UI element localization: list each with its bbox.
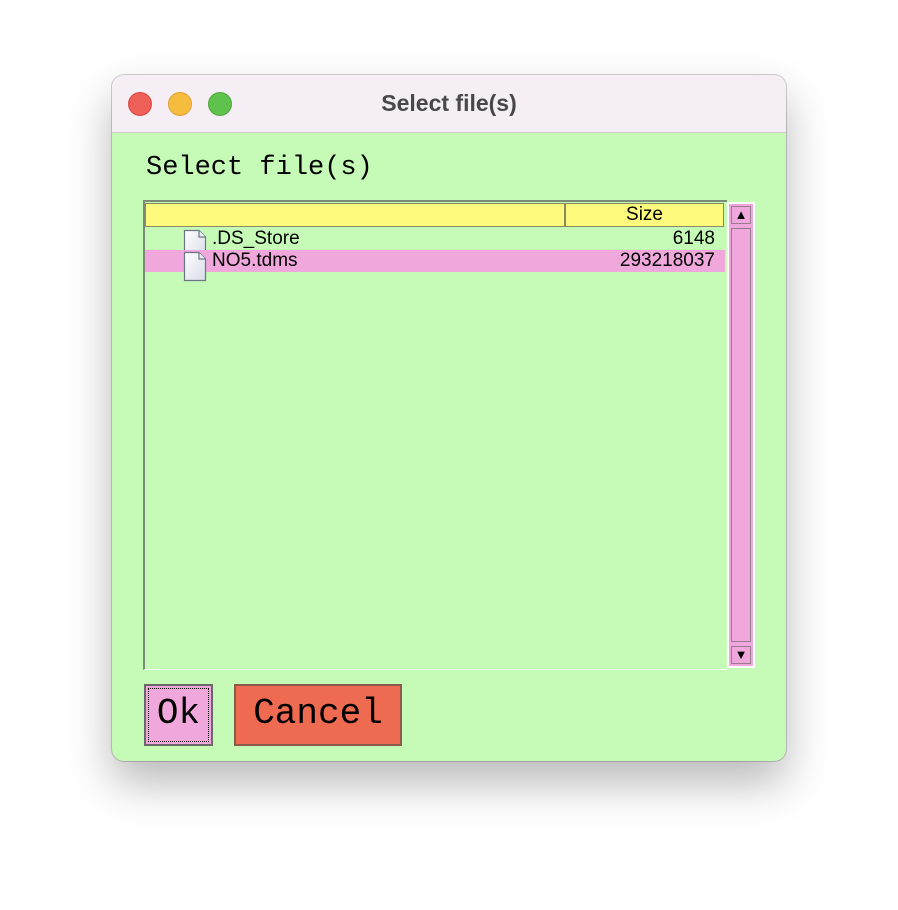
file-name: NO5.tdms: [212, 250, 298, 271]
file-size: 6148: [672, 228, 715, 249]
triangle-down-icon: ▼: [734, 647, 748, 662]
title-bar[interactable]: Select file(s): [112, 75, 786, 133]
maximize-traffic-light-icon[interactable]: [208, 92, 232, 116]
file-row-no5-tdms[interactable]: NO5.tdms 293218037: [145, 250, 725, 282]
dialog-heading: Select file(s): [146, 153, 373, 183]
vertical-scrollbar[interactable]: ▲ ▼: [727, 202, 755, 668]
cancel-button[interactable]: Cancel: [234, 684, 402, 746]
triangle-up-icon: ▲: [734, 207, 748, 222]
file-size: 293218037: [619, 250, 715, 271]
file-name: .DS_Store: [212, 228, 300, 249]
document-icon: [183, 251, 207, 282]
scroll-up-button[interactable]: ▲: [731, 206, 751, 224]
select-file-dialog-window: Select file(s) Select file(s) Size .DS_S…: [112, 75, 786, 761]
scroll-down-button[interactable]: ▼: [731, 646, 751, 664]
file-list[interactable]: [143, 200, 727, 670]
column-header-name[interactable]: [145, 203, 565, 227]
window-title: Select file(s): [381, 90, 517, 116]
ok-button[interactable]: Ok: [144, 684, 213, 746]
close-traffic-light-icon[interactable]: [128, 92, 152, 116]
minimize-traffic-light-icon[interactable]: [168, 92, 192, 116]
file-row-ds-store[interactable]: .DS_Store 6148: [145, 228, 725, 260]
column-header-size[interactable]: Size: [565, 203, 724, 227]
scroll-track[interactable]: [731, 228, 751, 642]
